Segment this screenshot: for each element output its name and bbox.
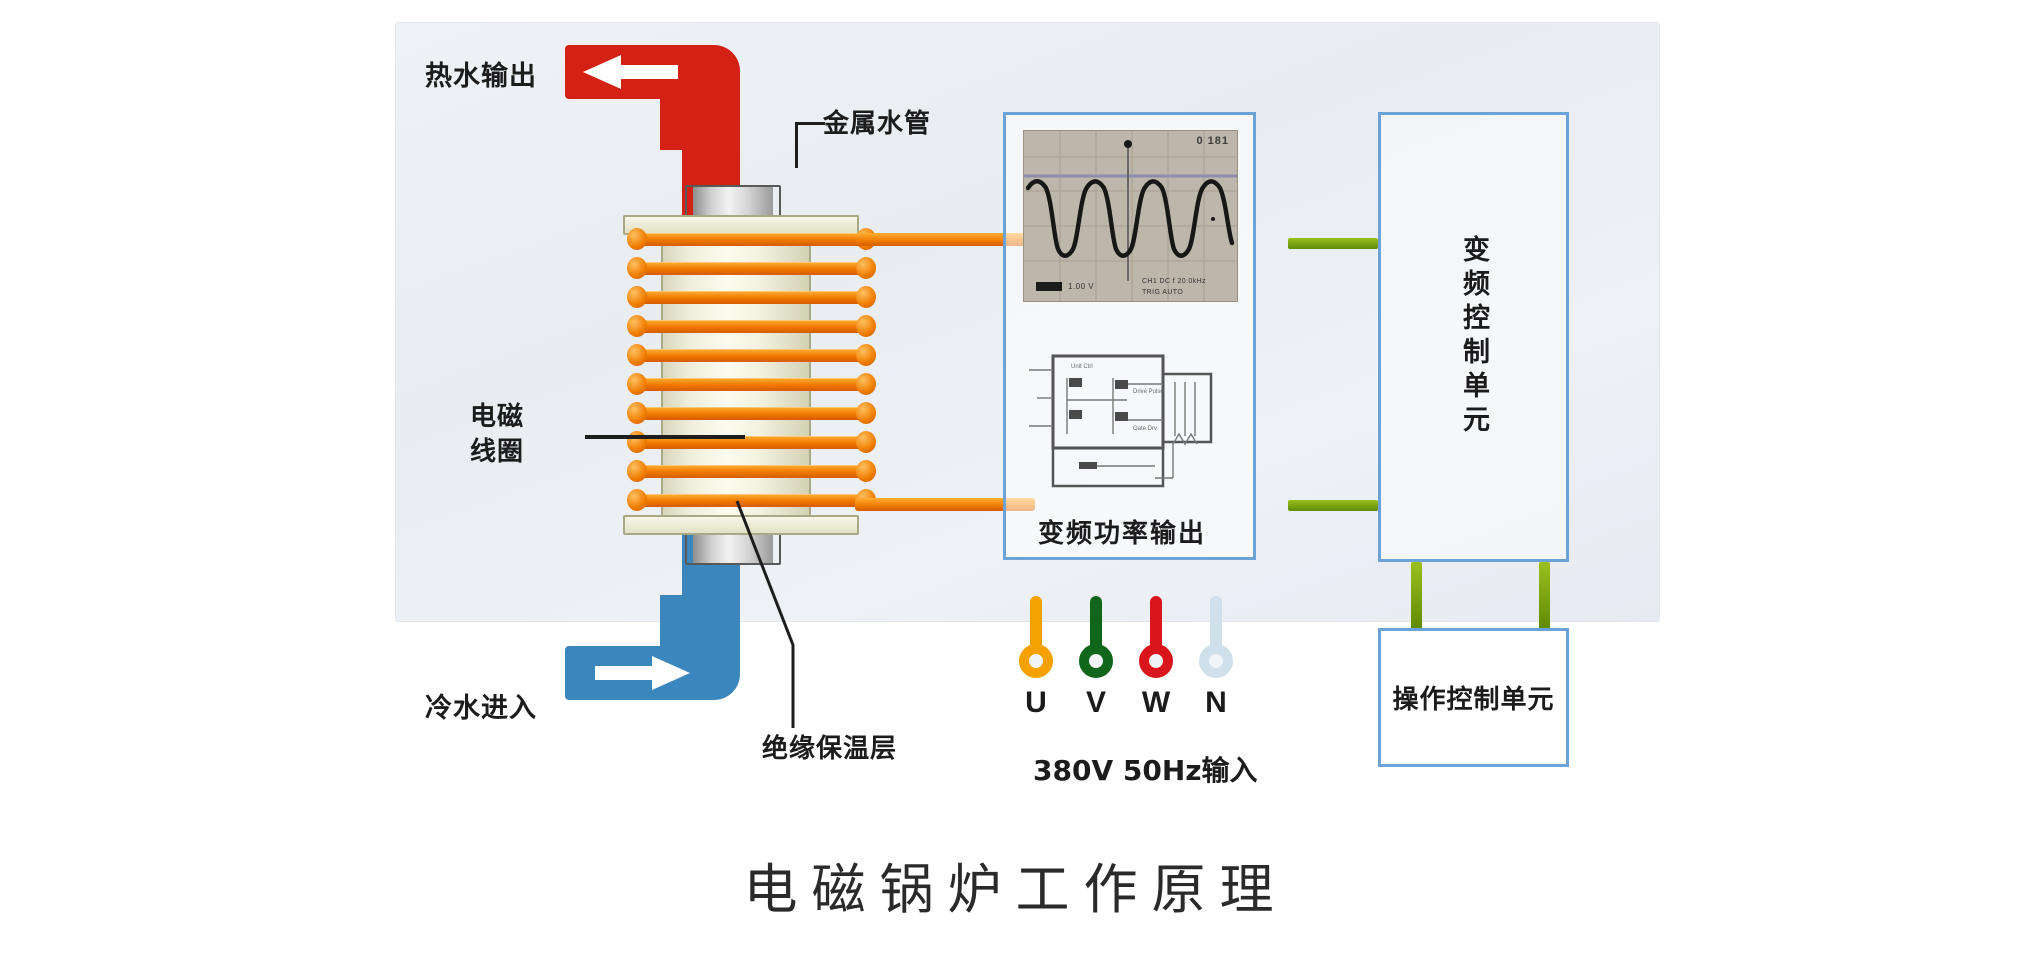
cold-water-flow-arrow-icon [595,656,690,690]
coil-turn-cap-left [627,286,647,308]
operation-control-unit-box [1378,628,1569,767]
coil-turn [631,320,875,333]
coil-turn-cap-left [627,344,647,366]
coil-turn-cap-right [856,315,876,337]
coil-turn [631,349,875,362]
coil-turn-cap-left [627,489,647,511]
coil-turn-cap-left [627,460,647,482]
terminal-stem [1150,596,1162,658]
coil-label-line1: 电磁 [470,402,525,432]
oscilloscope-svg [1024,131,1237,301]
connector-green-vertical-right [1539,562,1550,630]
terminal-ring-icon [1139,644,1173,678]
coil-turn-cap-right [856,402,876,424]
metal-pipe-leader-vertical [795,122,798,168]
insulation-label: 绝缘保温层 [762,734,898,764]
coil-lead-top [855,233,1035,246]
scope-footer-mid: CH1 DC f 20.0kHz [1142,278,1206,285]
terminal-label: N [1205,686,1227,719]
scope-footer-left: 1.00 V [1068,282,1095,291]
terminal-ring-icon [1019,644,1053,678]
coil-turn [631,494,875,507]
coil-turn-cap-left [627,315,647,337]
svg-text:Unit Ctrl: Unit Ctrl [1071,364,1093,370]
coil-flange-top [623,215,859,235]
terminal-label: U [1025,686,1047,719]
circuit-schematic-image: Unit Ctrl Drive Pulse Gate Drv [1029,354,1213,488]
connector-green-top [1288,238,1378,249]
coil-turn-cap-left [627,257,647,279]
hot-water-flow-arrow-icon [583,55,678,89]
connector-green-bottom [1288,500,1378,511]
terminal-ring-icon [1199,644,1233,678]
coil-leader-line [585,435,745,439]
hot-water-output-label: 热水输出 [425,61,537,92]
supply-input-label: 380V 50Hz输入 [1033,754,1258,787]
diagram-caption: 电磁锅炉工作原理 [743,858,1288,921]
coil-lead-bottom [855,498,1035,511]
coil-label: 电磁 线圈 [470,400,524,470]
coil-label-line2: 线圈 [470,437,525,468]
coil-turn-cap-left [627,402,647,424]
operation-control-unit-label: 操作控制单元 [1392,685,1555,715]
cold-water-inlet-label: 冷水进入 [425,693,537,724]
coil-turn-cap-right [856,257,876,279]
coil-turn [631,436,875,449]
terminal-label: V [1085,686,1106,719]
insulation-leader-line [735,500,795,728]
coil-turn-cap-left [627,228,647,250]
coil-turn [631,291,875,304]
scope-readout: 0 181 [1196,135,1229,147]
coil-turn-cap-right [856,431,876,453]
svg-text:Drive Pulse: Drive Pulse [1133,389,1164,395]
svg-text:Gate Drv: Gate Drv [1133,426,1157,432]
coil-turn-cap-right [856,344,876,366]
coil-turn [631,378,875,391]
coil-turn [631,233,875,246]
vfd-control-unit-label: 变频控制单元 [1458,235,1489,439]
connector-green-vertical-left [1411,562,1422,630]
metal-pipe-leader-horizontal [795,122,825,125]
cold-water-pipe [565,525,740,705]
terminal-ring-icon [1079,644,1113,678]
terminal-stem [1210,596,1222,658]
vfd-control-unit-box [1378,112,1569,562]
coil-turn-cap-left [627,373,647,395]
oscilloscope-waveform-image: 0 181 1.00 V CH1 DC f 20.0kHz TRIG AUTO [1023,130,1238,302]
coil-turn-cap-right [856,286,876,308]
scope-marker-icon [1036,282,1062,291]
hot-water-pipe [565,45,740,220]
coil-flange-bottom [623,515,859,535]
power-output-label: 变频功率输出 [1038,519,1207,549]
coil-turn-cap-right [856,460,876,482]
terminal-stem [1090,596,1102,658]
terminal-stem [1030,596,1042,658]
scope-footer-bottom: TRIG AUTO [1142,289,1184,296]
coil-turn [631,465,875,478]
coil-turn [631,407,875,420]
coil-turn-cap-right [856,373,876,395]
coil-turn [631,262,875,275]
terminal-label: W [1141,686,1171,719]
vfd-control-unit-label-wrap: 变频控制单元 [1378,112,1569,562]
metal-pipe-label: 金属水管 [823,109,932,139]
boiler-core-assembly [623,185,876,565]
